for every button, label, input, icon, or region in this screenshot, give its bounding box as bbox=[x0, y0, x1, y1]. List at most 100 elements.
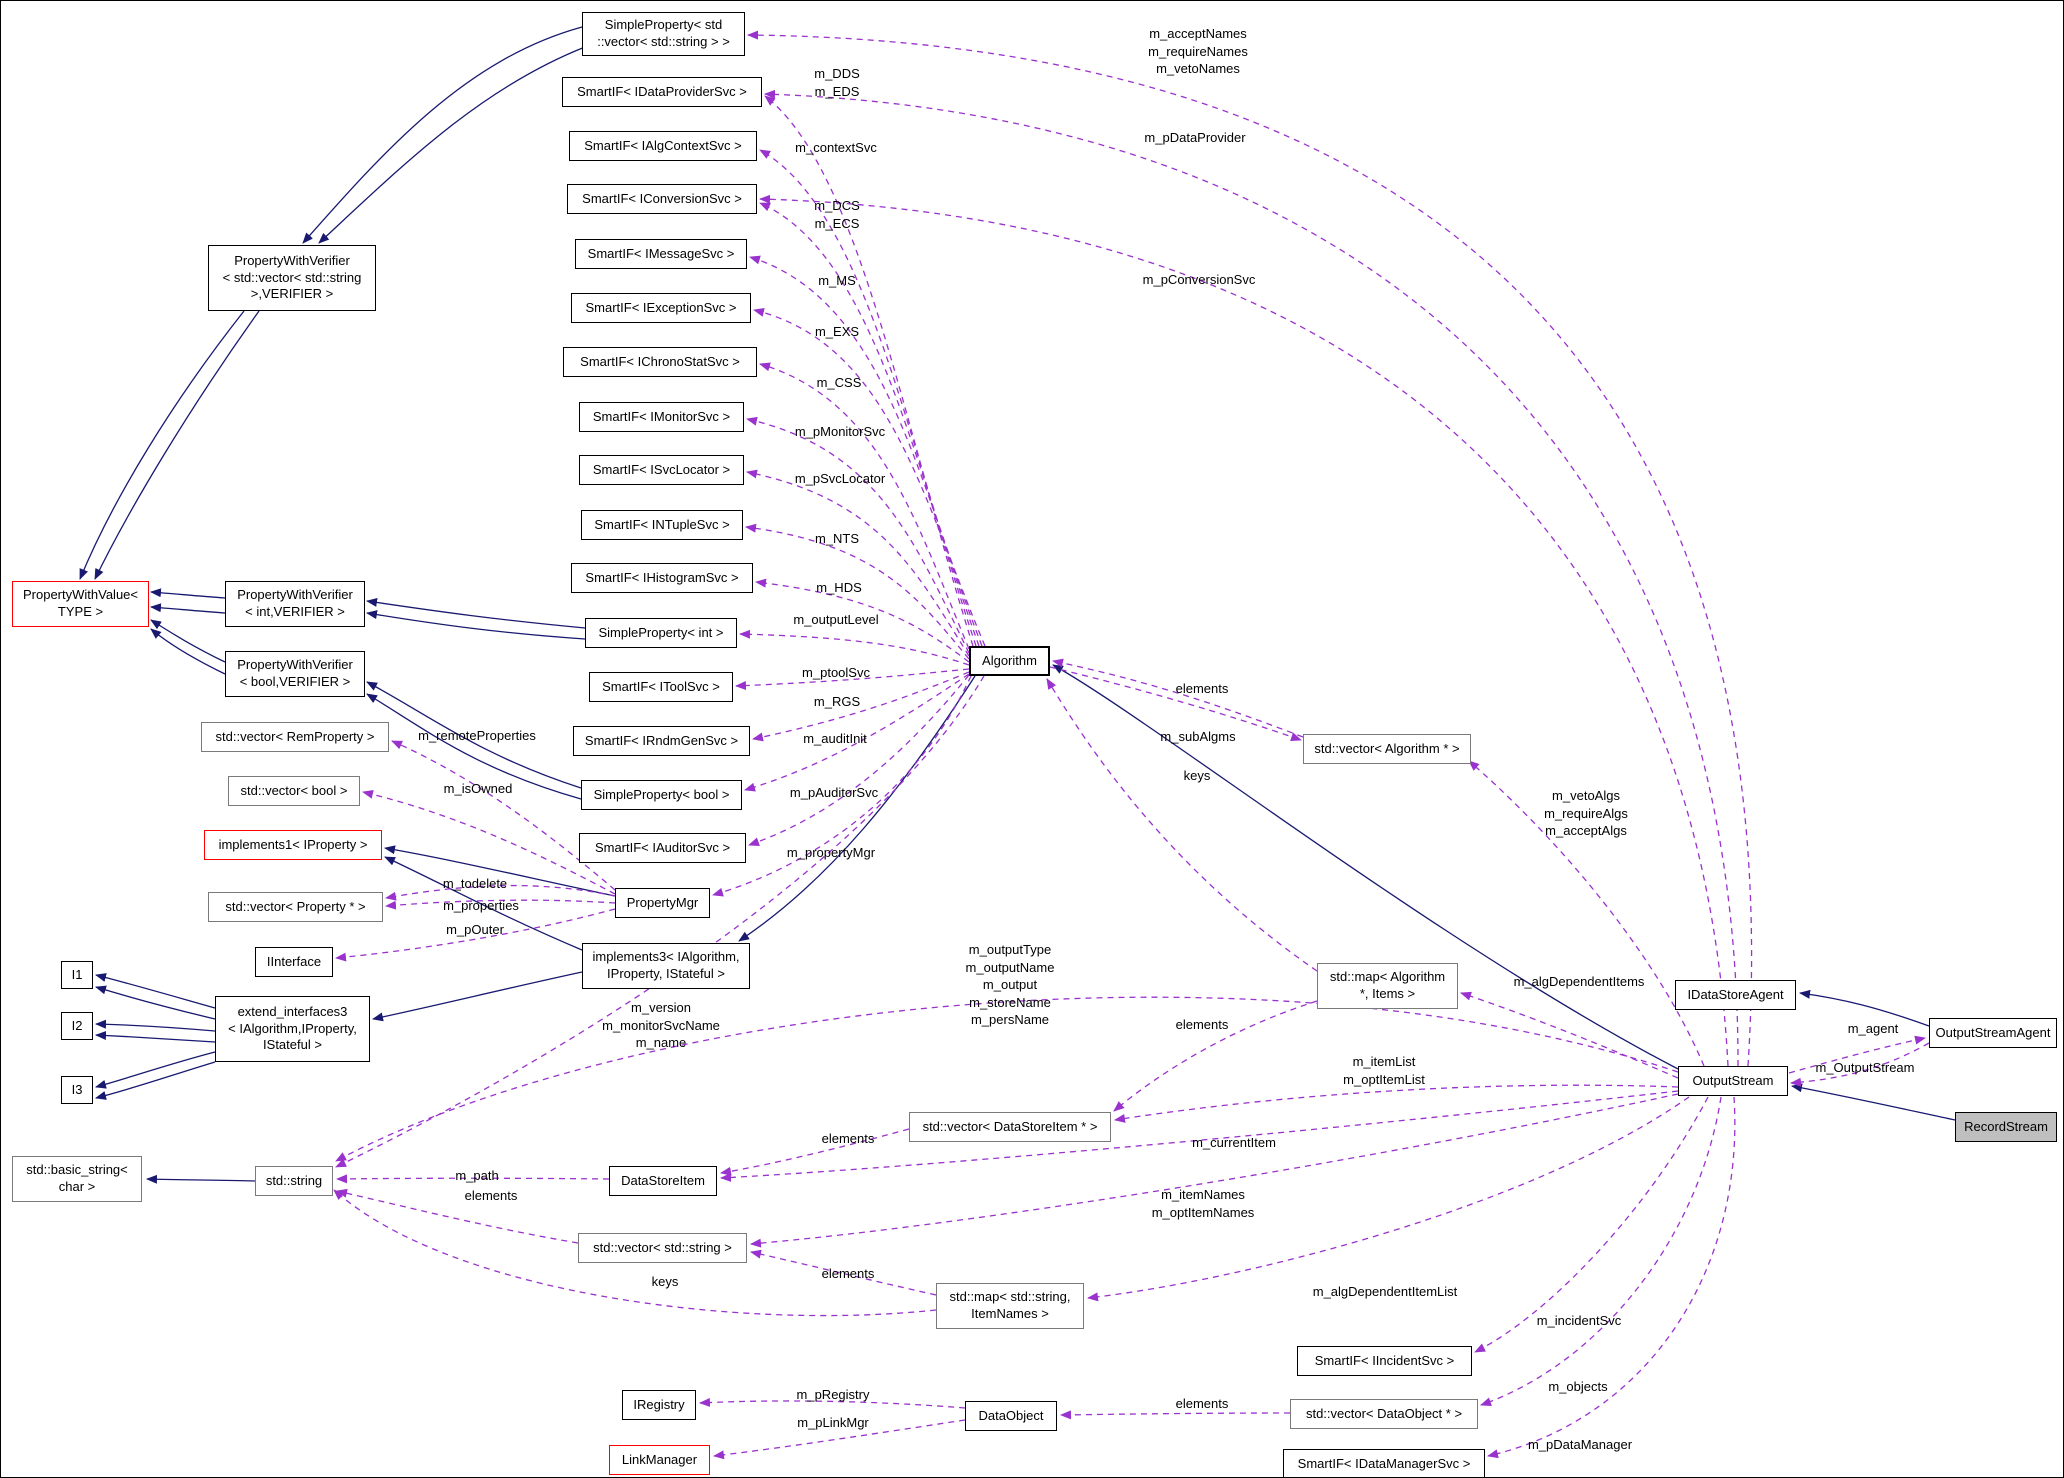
node-pwv-vecstr[interactable]: PropertyWithVerifier < std::vector< std:… bbox=[208, 245, 376, 311]
node-std-string[interactable]: std::string bbox=[255, 1166, 333, 1196]
edge-algorithm--smartif-ialgcontext bbox=[759, 149, 977, 647]
node-linkmanager[interactable]: LinkManager bbox=[609, 1445, 710, 1475]
node-smartif-idatamanager[interactable]: SmartIF< IDataManagerSvc > bbox=[1283, 1449, 1485, 1477]
edge-outputstreamagent--idatastoreagent bbox=[1799, 989, 1930, 1027]
edge-algorithm--smartif-iauditor bbox=[748, 674, 970, 846]
edge-algorithm--smartif-irndmgen bbox=[752, 671, 970, 742]
edge-implements3--implements1 bbox=[384, 856, 583, 951]
node-basic-string[interactable]: std::basic_string< char > bbox=[12, 1156, 142, 1202]
node-smartif-ihistogram[interactable]: SmartIF< IHistogramSvc > bbox=[571, 563, 753, 593]
node-smartif-ichronostat[interactable]: SmartIF< IChronoStatSvc > bbox=[563, 347, 757, 377]
node-smartif-ialgcontext[interactable]: SmartIF< IAlgContextSvc > bbox=[569, 131, 757, 161]
node-smartif-isvclocator[interactable]: SmartIF< ISvcLocator > bbox=[579, 455, 744, 485]
node-smartif-idataprovider[interactable]: SmartIF< IDataProviderSvc > bbox=[562, 77, 762, 107]
node-extend-interfaces3[interactable]: extend_interfaces3 < IAlgorithm,IPropert… bbox=[215, 996, 370, 1062]
node-pwv-bool[interactable]: PropertyWithVerifier < bool,VERIFIER > bbox=[225, 651, 365, 697]
node-simpleprop-vecstr[interactable]: SimpleProperty< std ::vector< std::strin… bbox=[582, 12, 745, 56]
node-simpleprop-bool[interactable]: SimpleProperty< bool > bbox=[581, 780, 742, 810]
node-i2[interactable]: I2 bbox=[61, 1012, 93, 1040]
node-smartif-iincident[interactable]: SmartIF< IIncidentSvc > bbox=[1297, 1346, 1472, 1376]
edge-outputstream--map-str-itemnames bbox=[1087, 1096, 1690, 1302]
edge-label-outputstreamagent--outputstream: m_OutputStream bbox=[1815, 1060, 1915, 1075]
edge-outputstream--smartif-idatamanager bbox=[1487, 1096, 1736, 1459]
edge-outputstream--vec-dataobject bbox=[1480, 1096, 1722, 1406]
node-implements3[interactable]: implements3< IAlgorithm, IProperty, ISta… bbox=[582, 943, 750, 989]
node-i3[interactable]: I3 bbox=[61, 1076, 93, 1104]
node-smartif-iauditor[interactable]: SmartIF< IAuditorSvc > bbox=[579, 833, 746, 863]
node-vec-bool[interactable]: std::vector< bool > bbox=[228, 776, 360, 806]
node-outputstreamagent[interactable]: OutputStreamAgent bbox=[1929, 1018, 2057, 1048]
edge-datastoreitem--std-string bbox=[336, 1174, 610, 1184]
edge-label-algorithm--smartif-iauditor: m_pAuditorSvc bbox=[789, 785, 879, 800]
node-map-str-itemnames[interactable]: std::map< std::string, ItemNames > bbox=[936, 1283, 1084, 1329]
edge-propertymgr--iinterface bbox=[335, 908, 616, 962]
edge-label-algorithm--smartif-irndmgen: m_RGS bbox=[813, 694, 861, 709]
node-outputstream[interactable]: OutputStream bbox=[1678, 1066, 1788, 1096]
node-vec-dsitem[interactable]: std::vector< DataStoreItem * > bbox=[909, 1112, 1111, 1142]
node-iregistry[interactable]: IRegistry bbox=[622, 1390, 696, 1420]
edge-label-dataobject--linkmanager: m_pLinkMgr bbox=[797, 1415, 869, 1430]
edge-label-algorithm--smartif-intuple: m_NTS bbox=[814, 531, 860, 546]
node-smartif-irndmgen[interactable]: SmartIF< IRndmGenSvc > bbox=[573, 726, 750, 756]
node-map-alg-items[interactable]: std::map< Algorithm *, Items > bbox=[1317, 963, 1458, 1009]
node-propertymgr[interactable]: PropertyMgr bbox=[615, 888, 710, 918]
edge-propertymgr--vec-remprop bbox=[391, 740, 616, 891]
node-pw-value[interactable]: PropertyWithValue< TYPE > bbox=[12, 581, 149, 627]
edge-label-algorithm--vec-algorithm: m_subAlgms bbox=[1160, 729, 1236, 744]
edge-label-outputstream--smartif-iconversion: m_pConversionSvc bbox=[1142, 272, 1256, 287]
edge-simpleprop-int--pwv-int bbox=[366, 598, 586, 629]
node-idatastoreagent[interactable]: IDataStoreAgent bbox=[1675, 980, 1796, 1010]
edge-label-outputstream--smartif-idataprovider: m_pDataProvider bbox=[1144, 130, 1246, 145]
node-pwv-int[interactable]: PropertyWithVerifier < int,VERIFIER > bbox=[225, 581, 365, 627]
node-vec-remprop[interactable]: std::vector< RemProperty > bbox=[201, 722, 389, 752]
edge-label-map-str-itemnames--vec-string: elements bbox=[821, 1266, 875, 1281]
edge-label-algorithm--std-string: m_version m_monitorSvcName m_name bbox=[602, 1000, 720, 1051]
node-dataobject[interactable]: DataObject bbox=[965, 1401, 1057, 1431]
node-iinterface[interactable]: IInterface bbox=[255, 947, 333, 977]
edge-map-str-itemnames--std-string bbox=[333, 1189, 937, 1317]
edge-algorithm--smartif-iexception bbox=[753, 308, 986, 647]
edge-algorithm--smartif-ihistogram bbox=[755, 578, 970, 663]
node-i1[interactable]: I1 bbox=[61, 961, 93, 989]
edge-label-map-alg-items--vec-dsitem: elements bbox=[1175, 1017, 1229, 1032]
edge-algorithm--simpleprop-bool bbox=[744, 673, 970, 792]
edge-algorithm--propertymgr bbox=[712, 675, 972, 897]
node-recordstream[interactable]: RecordStream bbox=[1955, 1112, 2057, 1142]
node-datastoreitem[interactable]: DataStoreItem bbox=[609, 1166, 717, 1196]
node-simpleprop-int[interactable]: SimpleProperty< int > bbox=[585, 618, 737, 648]
node-smartif-iconversion[interactable]: SmartIF< IConversionSvc > bbox=[567, 184, 757, 214]
node-vec-algorithm[interactable]: std::vector< Algorithm * > bbox=[1303, 734, 1471, 764]
edge-label-map-str-itemnames--std-string: keys bbox=[651, 1274, 679, 1289]
edge-vec-algorithm--algorithm bbox=[1052, 658, 1304, 738]
edge-propertymgr--vec-bool bbox=[362, 789, 616, 895]
node-smartif-imonitor[interactable]: SmartIF< IMonitorSvc > bbox=[579, 402, 744, 432]
node-implements1[interactable]: implements1< IProperty > bbox=[204, 830, 382, 860]
edge-label-propertymgr--vec-remprop: m_remoteProperties bbox=[418, 728, 536, 743]
edge-extend-interfaces3--i3-b bbox=[95, 1061, 216, 1100]
node-smartif-itool[interactable]: SmartIF< IToolSvc > bbox=[589, 672, 733, 702]
node-smartif-imessage[interactable]: SmartIF< IMessageSvc > bbox=[575, 239, 747, 269]
edge-label-outputstream--smartif-idatamanager: m_pDataManager bbox=[1527, 1437, 1633, 1452]
node-smartif-intuple[interactable]: SmartIF< INTupleSvc > bbox=[581, 510, 743, 540]
edge-extend-interfaces3--i2 bbox=[95, 1019, 216, 1032]
edge-outputstream--map-alg-items bbox=[1460, 991, 1679, 1079]
edge-simpleprop-bool--pwv-bool-b bbox=[366, 693, 582, 800]
edge-label-propertymgr--vec-property-b: m_properties bbox=[443, 898, 519, 913]
node-smartif-iexception[interactable]: SmartIF< IExceptionSvc > bbox=[571, 293, 751, 323]
edge-std-string--basic-string bbox=[146, 1174, 256, 1184]
edge-pwv-vecstr--pw-value bbox=[79, 310, 245, 580]
edge-label-algorithm--smartif-ihistogram: m_HDS bbox=[816, 580, 862, 595]
edge-label-algorithm--smartif-ichronostat: m_CSS bbox=[816, 375, 862, 390]
edge-label-algorithm--simpleprop-int: m_outputLevel bbox=[793, 612, 879, 627]
edge-algorithm--smartif-itool bbox=[735, 668, 970, 691]
node-vec-string[interactable]: std::vector< std::string > bbox=[578, 1233, 747, 1263]
edge-simpleprop-vecstr--pwv-vecstr-b bbox=[318, 46, 586, 244]
node-vec-property[interactable]: std::vector< Property * > bbox=[208, 892, 383, 922]
edge-label-outputstream--vec-algorithm: m_vetoAlgs m_requireAlgs m_acceptAlgs bbox=[1544, 788, 1628, 839]
edge-outputstream--simpleprop-vecstr bbox=[747, 30, 1753, 1067]
edge-label-outputstream--outputstreamagent: m_agent bbox=[1847, 1021, 1899, 1036]
edge-label-algorithm--propertymgr: m_propertyMgr bbox=[786, 845, 876, 860]
node-vec-dataobject[interactable]: std::vector< DataObject * > bbox=[1290, 1399, 1478, 1429]
node-algorithm[interactable]: Algorithm bbox=[969, 646, 1050, 676]
